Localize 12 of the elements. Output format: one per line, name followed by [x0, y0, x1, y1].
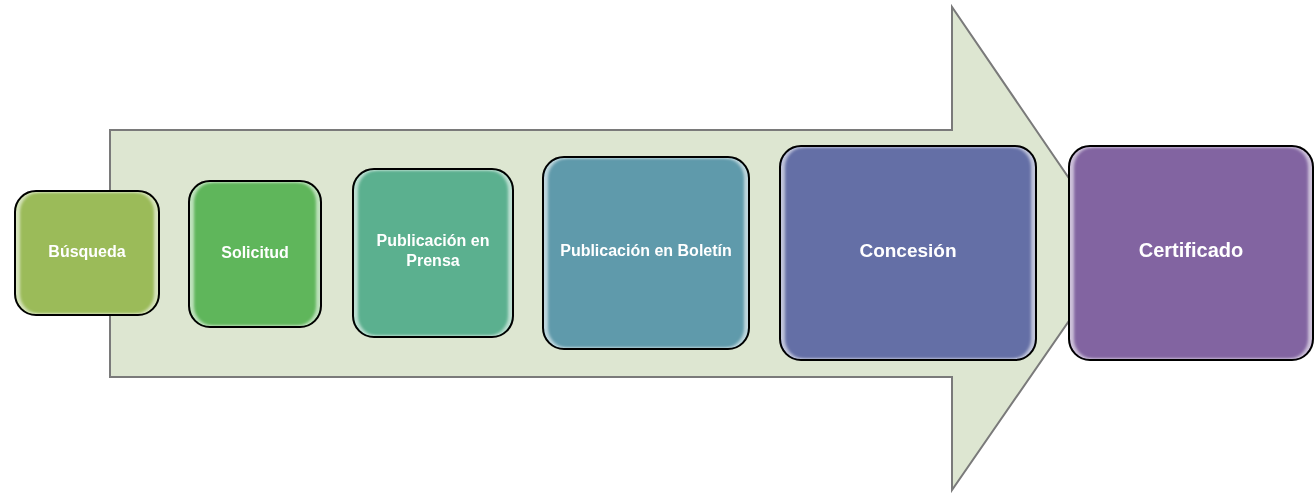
process-box: [188, 180, 322, 328]
process-box: [542, 156, 750, 350]
process-box: [1068, 145, 1314, 361]
step-label: Certificado: [1138, 238, 1244, 264]
step-label: Búsqueda: [48, 241, 126, 262]
step-label: Solicitud: [221, 242, 289, 263]
process-box: [779, 145, 1037, 361]
step-label: Publicación en Prensa: [375, 231, 491, 272]
step-label: Publicación en Boletín: [560, 241, 732, 262]
process-box: [352, 168, 514, 338]
process-box: [14, 190, 160, 316]
step-label: Concesión: [859, 238, 957, 263]
